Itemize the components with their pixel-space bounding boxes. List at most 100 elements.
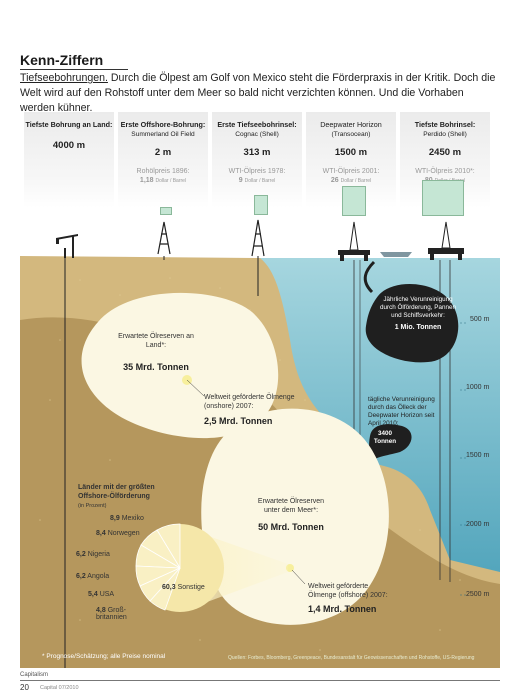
column-depth: 313 m — [243, 147, 271, 158]
intro-lead: Tiefseebohrungen. — [20, 72, 108, 84]
column-depth: 1500 m — [334, 147, 368, 158]
country-name: USA — [99, 591, 115, 598]
column-price: WTI-Ölpreis 1978: 9 Dollar / Barrel — [212, 167, 302, 186]
price-label: WTI-Ölpreis 1978: — [228, 168, 286, 175]
magazine-issue: Capital 07/2010 — [40, 685, 79, 691]
column-first-offshore: Erste Offshore-Bohrung: Summerland Oil Fi… — [118, 112, 208, 208]
column-deepwater-horizon: Deepwater Horizon(Transocean) 1500 m WTI… — [306, 112, 396, 208]
column-label: Erste Offshore-Bohrung: Summerland Oil Fi… — [118, 120, 208, 139]
oil-plume — [363, 260, 376, 294]
column-label: Erste Tiefseebohrinsel: Cognac (Shell) — [212, 120, 302, 139]
country-name: Norwegen — [107, 530, 140, 537]
country-row: 8,4 Norwegen — [96, 530, 140, 537]
intro-body: Durch die Ölpest am Golf von Mexico steh… — [20, 72, 496, 114]
annual-pollution-value: 1 Mio. Tonnen — [394, 324, 442, 331]
leak-pollution-blob — [368, 424, 412, 464]
countries-subtitle: (in Prozent) — [78, 503, 107, 509]
column-depth: 2 m — [154, 147, 172, 158]
column-label-main: Tiefste Bohrinsel: — [414, 120, 476, 129]
barrel-stack-icon — [342, 186, 366, 216]
country-name: Nigeria — [87, 551, 110, 558]
column-label: Tiefste Bohrung an Land: — [25, 120, 113, 129]
country-name: Mexiko — [121, 515, 144, 522]
column-price: WTI-Ölpreis 2001: 26 Dollar / Barrel — [306, 167, 396, 186]
price-unit: Dollar / Barrel — [340, 178, 372, 184]
price-value: 1,18 — [139, 177, 154, 184]
onshore-reserve-value: 35 Mrd. Tonnen — [123, 362, 189, 372]
barrel-stack-icon — [160, 207, 172, 215]
depth-label: 500 m — [470, 316, 490, 323]
offshore-countries-pie — [135, 523, 224, 612]
offshore-produced-label: Weltweit geförderte Ölmenge (offshore) 2… — [308, 583, 388, 599]
country-value: 8,9 — [110, 515, 120, 522]
country-row: 5,4 USA — [88, 591, 114, 598]
page-number: 20 — [20, 683, 29, 692]
column-sublabel: Perdido (Shell) — [423, 131, 467, 138]
footer-rule — [20, 680, 500, 681]
country-value: 8,4 — [96, 530, 106, 537]
country-row: 6,2 Angola — [76, 573, 109, 580]
country-value: 6,2 — [76, 551, 86, 558]
rest-value: 60,3 — [162, 584, 176, 591]
offshore-reserve-value: 50 Mrd. Tonnen — [258, 522, 324, 532]
column-sublabel: Summerland Oil Field — [131, 131, 195, 138]
sand-texture — [39, 277, 461, 651]
price-label: WTI-Ölpreis 2001: — [322, 168, 380, 175]
column-label-main: Deepwater Horizon — [320, 120, 382, 129]
leak-pollution-label: tägliche Verunreinigung durch das Ölleck… — [368, 396, 435, 427]
annual-pollution-blob — [365, 284, 459, 363]
country-value: 4,8 — [96, 607, 106, 614]
offshore-produced-value: 1,4 Mrd. Tonnen — [308, 604, 377, 614]
leak-pollution-value: 3400 Tonnen — [373, 430, 397, 445]
column-label-main: Erste Offshore-Bohrung: — [120, 120, 206, 129]
depth-tick-lines — [460, 322, 468, 596]
intro-text: Tiefseebohrungen. Durch die Ölpest am Go… — [20, 71, 500, 116]
column-depth: 4000 m — [52, 140, 86, 151]
depth-label: 2000 m — [466, 521, 490, 528]
page-title: Kenn-Ziffern — [20, 52, 104, 68]
price-unit: Dollar / Barrel — [244, 178, 276, 184]
column-label: Deepwater Horizon(Transocean) — [306, 120, 396, 139]
onshore-produced-leader — [186, 379, 205, 397]
country-name: Angola — [87, 573, 110, 580]
price-value: 9 — [238, 177, 243, 184]
title-rule — [20, 69, 128, 70]
ship — [380, 252, 412, 257]
onshore-produced-value: 2,5 Mrd. Tonnen — [204, 416, 273, 426]
column-depth: 2450 m — [428, 147, 462, 158]
seafloor-illustration — [20, 219, 500, 668]
onshore-produced-label: Weltweit geförderte Ölmenge (onshore) 20… — [204, 394, 295, 410]
country-row: 4,8 Groß-britannien — [96, 607, 140, 621]
depth-label: 1500 m — [466, 452, 490, 459]
price-label: Rohölpreis 1896: — [136, 168, 190, 175]
rest-name: Sonstige — [177, 584, 205, 591]
price-unit: Dollar / Barrel — [155, 178, 187, 184]
barrel-stack-icon — [254, 195, 268, 215]
pumpjack-icon — [56, 234, 78, 258]
depth-label: 2500 m — [466, 591, 490, 598]
offshore-reserve-label: Erwartete Ölreserven unter dem Meer*: — [257, 498, 325, 514]
column-label-main: Erste Tiefseebohrinsel: — [217, 120, 297, 129]
column-onshore: Tiefste Bohrung an Land: 4000 m — [24, 112, 114, 208]
offshore-produced-leader — [291, 569, 306, 585]
footnote: * Prognose/Schätzung; alle Preise nomina… — [42, 653, 166, 660]
country-row: 8,9 Mexiko — [110, 515, 144, 522]
country-value: 6,2 — [76, 573, 86, 580]
annual-pollution-label: Jährliche Verunreinigung durch Ölförderu… — [380, 296, 456, 319]
sources: Quellen: Forbes, Bloomberg, Greenpeace, … — [228, 655, 475, 661]
pie-rest-label: 60,3 Sonstige — [162, 584, 205, 591]
barrel-stack-icon — [422, 180, 464, 216]
country-name: Groß-britannien — [96, 607, 127, 621]
column-sublabel: Cognac (Shell) — [235, 131, 279, 138]
countries-title: Länder mit der größten Offshore-Ölförder… — [78, 484, 155, 500]
column-label: Tiefste Bohrinsel: Perdido (Shell) — [400, 120, 490, 139]
column-first-deepsea: Erste Tiefseebohrinsel: Cognac (Shell) 31… — [212, 112, 302, 208]
price-value: 26 — [330, 177, 339, 184]
perdido-platform-icon — [428, 221, 464, 260]
country-value: 5,4 — [88, 591, 98, 598]
onshore-reservoir — [81, 292, 279, 439]
price-label: WTI-Ölpreis 2010*: — [415, 168, 475, 175]
depth-label: 1000 m — [466, 384, 490, 391]
country-row: 6,2 Nigeria — [76, 551, 110, 558]
column-price: Rohölpreis 1896: 1,18 Dollar / Barrel — [118, 167, 208, 186]
